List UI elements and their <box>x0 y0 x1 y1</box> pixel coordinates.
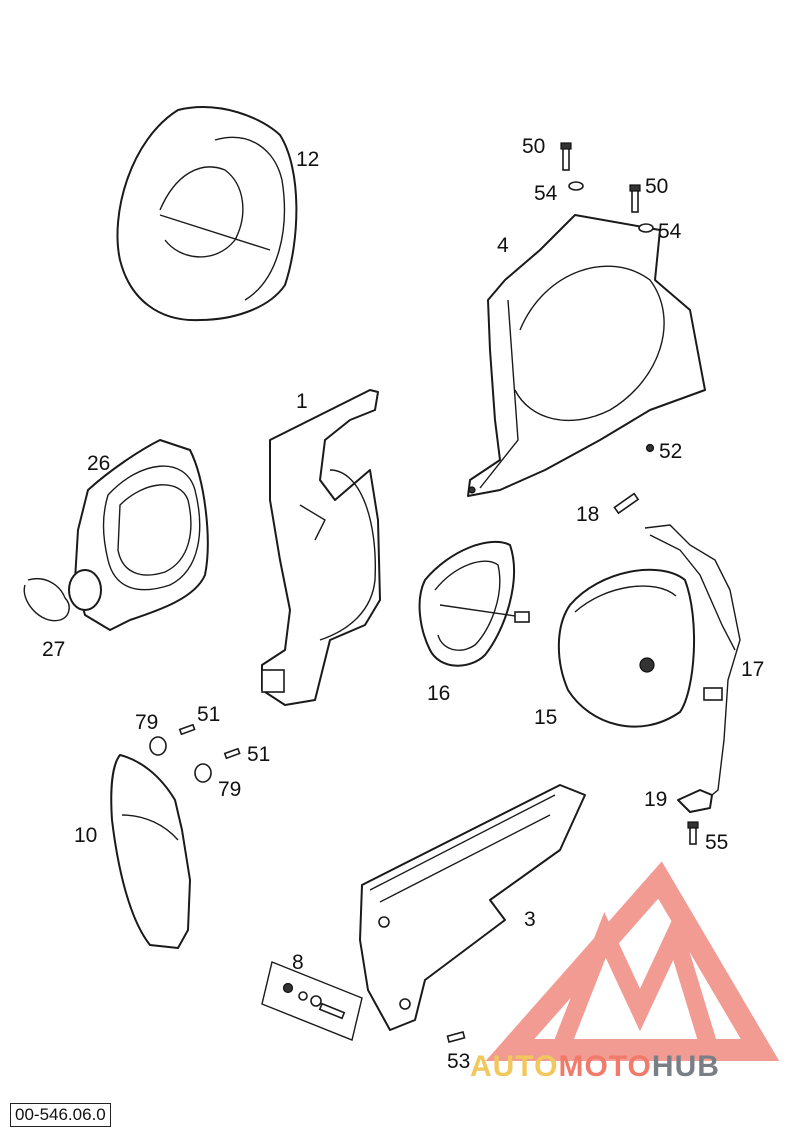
part-12-cover <box>116 106 298 322</box>
callout-52: 52 <box>659 440 682 463</box>
callout-79: 79 <box>135 711 158 734</box>
callout-54: 54 <box>658 220 682 243</box>
callout-27: 27 <box>42 638 65 661</box>
part-1-frame <box>261 389 381 706</box>
callout-18: 18 <box>576 503 599 526</box>
watermark-word-moto: MOTO <box>558 1050 652 1083</box>
callout-54: 54 <box>534 182 558 205</box>
part-55-screw <box>687 821 699 845</box>
callout-12: 12 <box>296 148 319 171</box>
callout-17: 17 <box>741 658 764 681</box>
part-79-grommet-a <box>149 736 167 756</box>
part-10-side-panel <box>110 754 191 949</box>
callout-3: 3 <box>524 908 536 931</box>
callout-50: 50 <box>645 175 668 198</box>
watermark-logo <box>485 861 780 1061</box>
part-27-clamp <box>23 578 70 622</box>
callout-labels: 12 50 54 50 54 4 1 52 26 18 27 17 16 15 … <box>42 135 764 1073</box>
part-54-washer-a <box>568 181 584 191</box>
part-8-fastener-kit <box>261 961 363 1041</box>
callout-51: 51 <box>197 703 220 726</box>
callout-16: 16 <box>427 682 450 705</box>
watermark-triangle <box>485 861 780 1061</box>
part-51-screw-a <box>178 723 196 736</box>
part-50-bolt-b <box>629 184 641 213</box>
part-18-pin <box>613 492 640 515</box>
part-4-duct <box>467 214 706 497</box>
part-50-bolt-a <box>560 142 572 171</box>
part-16-cage <box>418 540 530 667</box>
part-54-washer-b <box>638 223 654 233</box>
watermark-word-auto: AUTO <box>470 1050 559 1083</box>
part-17-bracket <box>644 524 741 796</box>
part-26-filter-frame <box>68 439 209 631</box>
watermark-wordmark: AUTOMOTOHUB <box>470 1050 792 1084</box>
part-15-air-filter <box>557 568 696 728</box>
drawing-code-label: 00-546.06.0 <box>10 1103 111 1127</box>
callout-1: 1 <box>296 390 308 413</box>
watermark-m-stroke <box>551 909 719 1054</box>
watermark-word-hub: HUB <box>651 1050 720 1083</box>
callout-8: 8 <box>292 951 304 974</box>
callout-51: 51 <box>247 743 270 766</box>
part-3-side-panel <box>359 784 586 1031</box>
callout-15: 15 <box>534 706 557 729</box>
part-53-screw <box>446 1031 466 1043</box>
part-51-screw-b <box>223 747 241 760</box>
callout-26: 26 <box>87 452 110 475</box>
part-52-screw <box>645 443 655 453</box>
callout-55: 55 <box>705 831 728 854</box>
callout-4: 4 <box>497 234 509 257</box>
callout-79: 79 <box>218 778 241 801</box>
part-19-plate <box>677 789 713 813</box>
callout-50: 50 <box>522 135 545 158</box>
part-79-grommet-b <box>194 763 212 783</box>
callout-19: 19 <box>644 788 667 811</box>
callout-53: 53 <box>447 1050 470 1073</box>
callout-10: 10 <box>74 824 97 847</box>
